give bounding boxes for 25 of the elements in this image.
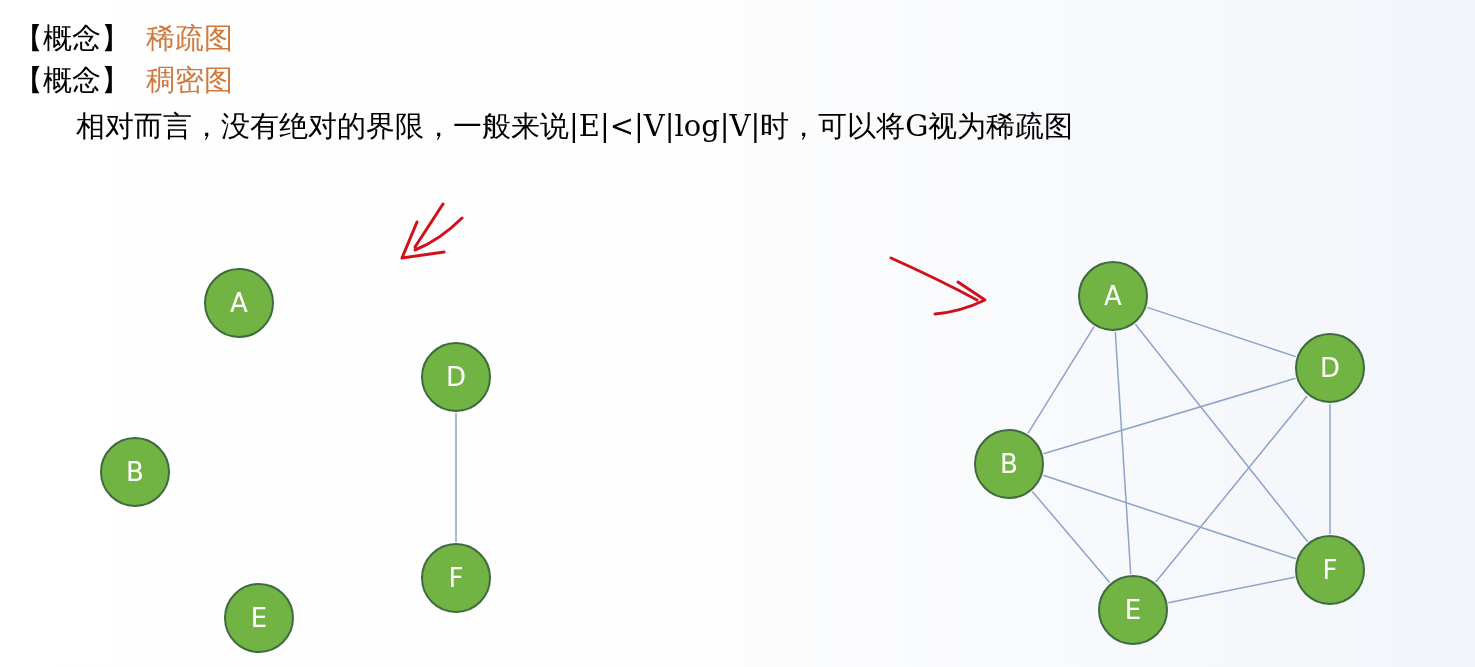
label-text: 【概念】 <box>14 62 130 98</box>
vertex-circle: D <box>421 342 491 412</box>
edge-line <box>1027 325 1095 435</box>
edge-line <box>1134 323 1309 543</box>
label-text: 稠密图 <box>146 62 233 98</box>
edge-line <box>1155 395 1308 583</box>
vertex-circle: A <box>204 268 274 338</box>
vertex-circle: B <box>974 429 1044 499</box>
vertex-circle: F <box>421 543 491 613</box>
edge-line <box>1329 403 1331 535</box>
label-text: 【概念】 <box>14 20 130 56</box>
vertex-circle: D <box>1295 333 1365 403</box>
label-text: 稀疏图 <box>146 20 233 56</box>
edge-line <box>1167 576 1296 604</box>
edge-line <box>1042 377 1297 455</box>
vertex-circle: A <box>1078 261 1148 331</box>
note-text: 相对而言，没有绝对的界限，一般来说|E|<|V|log|V|时，可以将G视为稀疏图 <box>76 108 1074 144</box>
vertex-circle: E <box>224 583 294 653</box>
vertex-circle: F <box>1295 535 1365 605</box>
edge-line <box>1146 306 1297 358</box>
edge-line <box>1114 331 1132 575</box>
edge-line <box>1031 490 1111 584</box>
vertex-circle: E <box>1098 575 1168 645</box>
edge-line <box>455 412 457 543</box>
vertex-circle: B <box>100 437 170 507</box>
